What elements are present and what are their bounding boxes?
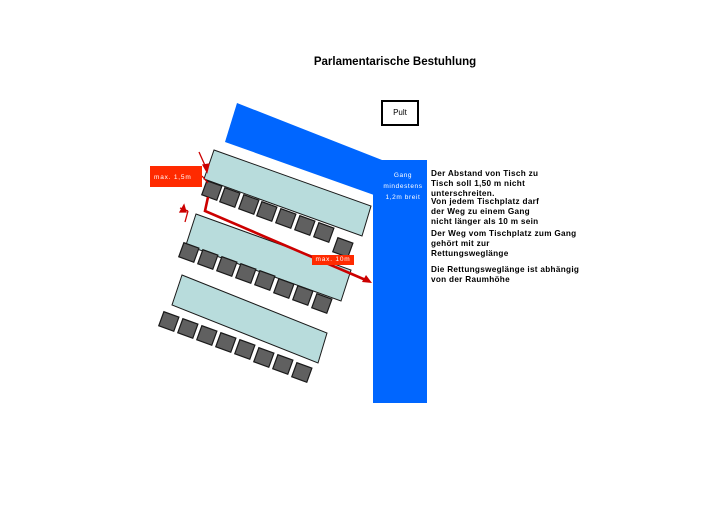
chair bbox=[290, 361, 313, 384]
chair bbox=[157, 310, 180, 333]
lectern-label: Pult bbox=[393, 108, 407, 117]
note-table-distance: Der Abstand von Tisch zu Tisch soll 1,50… bbox=[431, 169, 591, 199]
chair bbox=[252, 346, 275, 369]
aisle-label-line: Gang bbox=[393, 172, 413, 179]
chair bbox=[271, 353, 294, 376]
aisle-diagonal bbox=[225, 103, 382, 195]
chair bbox=[195, 324, 218, 347]
note-line: Rettungsweglänge bbox=[431, 249, 509, 258]
chair bbox=[234, 262, 257, 285]
chair bbox=[237, 193, 260, 216]
note-line: gehört mit zur bbox=[431, 239, 490, 248]
chair bbox=[253, 269, 276, 292]
note-line: unterschreiten. bbox=[431, 189, 495, 198]
max-distance-label: max. 1,5m bbox=[150, 166, 202, 187]
aisle-label-line: mindestens bbox=[383, 183, 423, 190]
note-line: der Weg zu einem Gang bbox=[431, 207, 530, 216]
chair bbox=[177, 241, 200, 264]
chairs-row-3 bbox=[157, 310, 313, 384]
lectern-box: Pult bbox=[381, 100, 419, 126]
chair bbox=[331, 236, 354, 259]
chairs-row-2 bbox=[177, 241, 333, 315]
chair bbox=[293, 214, 316, 237]
max-route-label: max. 10m bbox=[312, 255, 354, 265]
chair bbox=[274, 207, 297, 230]
distance-marker bbox=[178, 151, 210, 223]
chair bbox=[214, 331, 237, 354]
chair bbox=[200, 179, 223, 202]
chair bbox=[312, 221, 335, 244]
chair bbox=[233, 338, 256, 361]
chair bbox=[272, 277, 295, 300]
note-line: Von jedem Tischplatz darf bbox=[431, 197, 540, 206]
aisle-label-line: 1,2m breit bbox=[385, 194, 421, 201]
chair bbox=[176, 317, 199, 340]
aisle-label: Gang mindestens 1,2m breit bbox=[378, 170, 428, 203]
note-room-height: Die Rettungsweglänge ist abhängig von de… bbox=[431, 265, 591, 285]
note-line: nicht länger als 10 m sein bbox=[431, 217, 539, 226]
chair bbox=[291, 284, 314, 307]
note-line: von der Raumhöhe bbox=[431, 275, 510, 284]
note-route-length: Von jedem Tischplatz darf der Weg zu ein… bbox=[431, 197, 591, 227]
table-row-3 bbox=[171, 274, 328, 364]
table bbox=[171, 274, 328, 364]
note-line: Der Weg vom Tischplatz zum Gang bbox=[431, 229, 577, 238]
chair bbox=[310, 292, 333, 315]
page-title: Parlamentarische Bestuhlung bbox=[313, 56, 477, 68]
note-line: Tisch soll 1,50 m nicht bbox=[431, 179, 526, 188]
aisle-vertical bbox=[373, 160, 427, 403]
note-escape-route: Der Weg vom Tischplatz zum Gang gehört m… bbox=[431, 229, 591, 259]
chair bbox=[218, 186, 241, 209]
chair bbox=[255, 200, 278, 223]
note-line: Der Abstand von Tisch zu bbox=[431, 169, 539, 178]
chairs-row-1 bbox=[200, 179, 354, 259]
note-line: Die Rettungsweglänge ist abhängig bbox=[431, 265, 580, 274]
chair bbox=[196, 248, 219, 271]
chair bbox=[215, 255, 238, 278]
